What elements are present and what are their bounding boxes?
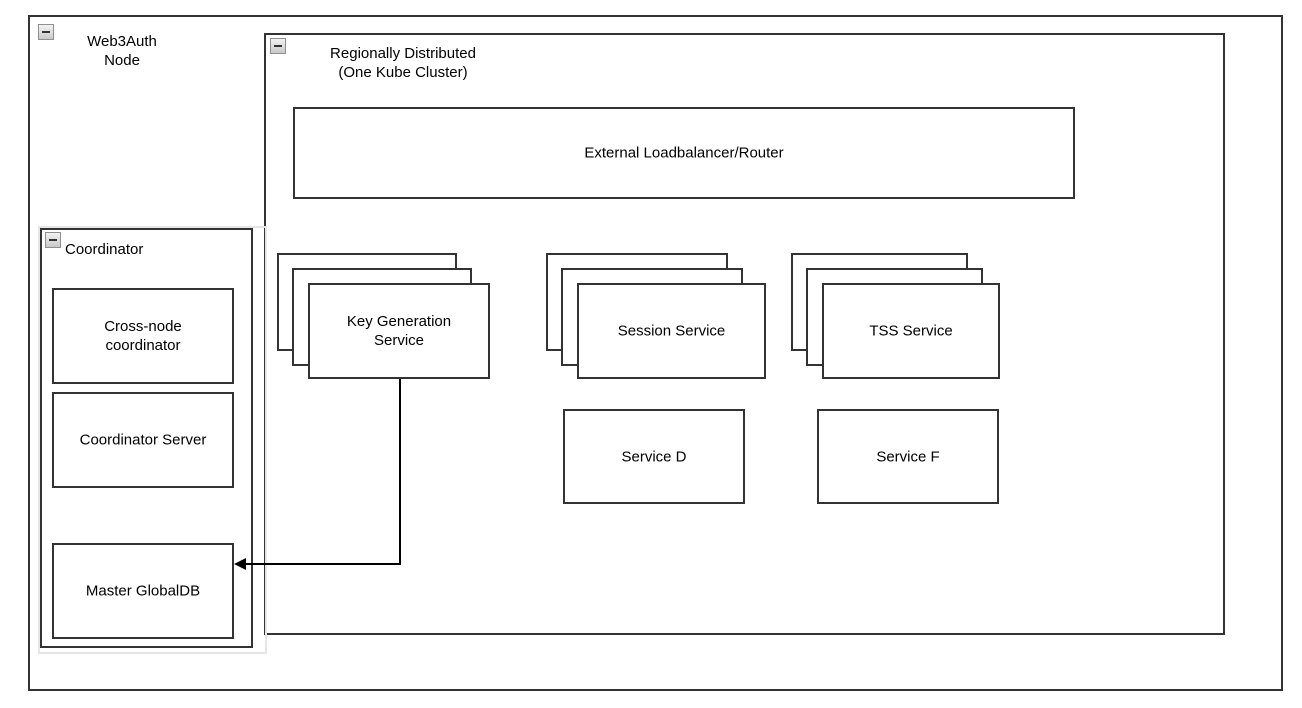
collapse-minus-icon-kube-cluster[interactable] (270, 38, 286, 54)
box-coordinator-server[interactable]: Coordinator Server (52, 392, 234, 488)
collapse-minus-icon-coordinator[interactable] (45, 232, 61, 248)
box-label-cross-node-coordinator: Cross-node coordinator (104, 318, 182, 354)
stack-card-front[interactable]: Session Service (577, 283, 766, 379)
collapse-minus-icon-web3auth-node[interactable] (38, 24, 54, 40)
box-label-master-globaldb: Master GlobalDB (85, 582, 201, 600)
stack-key-generation-service[interactable]: Key Generation Service (277, 253, 492, 381)
box-label-service-d: Service D (621, 448, 687, 465)
box-cross-node-coordinator[interactable]: Cross-node coordinator (52, 288, 234, 384)
stack-session-service[interactable]: Session Service (546, 253, 768, 381)
box-service-f[interactable]: Service F (817, 409, 999, 504)
box-label-coordinator-server: Coordinator Server (79, 431, 207, 449)
stack-tss-service[interactable]: TSS Service (791, 253, 1001, 381)
box-master-globaldb[interactable]: Master GlobalDB (52, 543, 234, 639)
container-label-kube-cluster: Regionally Distributed (One Kube Cluster… (330, 45, 476, 81)
box-label-session-service: Session Service (617, 322, 726, 340)
connector-keygen-to-globaldb-horizontal (245, 563, 401, 565)
box-label-tss-service: TSS Service (869, 322, 953, 340)
box-service-d[interactable]: Service D (563, 409, 745, 504)
container-label-coordinator: Coordinator (65, 241, 144, 258)
stack-card-front[interactable]: TSS Service (822, 283, 1000, 379)
box-label-service-f: Service F (876, 448, 940, 465)
box-label-external-loadbalancer-router: External Loadbalancer/Router (584, 144, 784, 162)
box-external-loadbalancer-router[interactable]: External Loadbalancer/Router (293, 107, 1075, 199)
arrow-left-icon-to-master-globaldb (234, 558, 246, 570)
container-label-web3auth-node: Web3Auth Node (87, 33, 157, 69)
box-label-key-generation-service: Key Generation Service (346, 313, 452, 349)
connector-keygen-to-globaldb-vertical (399, 379, 401, 565)
stack-card-front[interactable]: Key Generation Service (308, 283, 490, 379)
